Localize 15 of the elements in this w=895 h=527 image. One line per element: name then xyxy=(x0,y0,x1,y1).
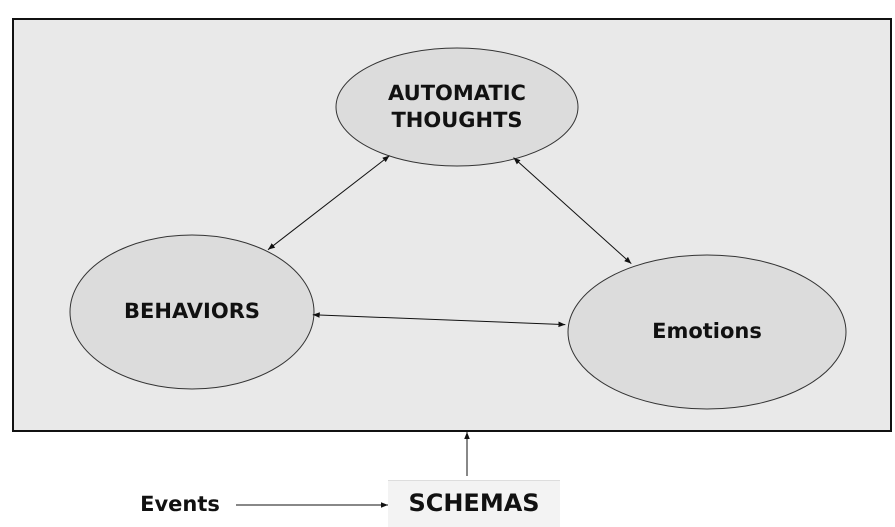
arrow xyxy=(267,155,390,250)
node-label: SCHEMAS xyxy=(408,488,540,520)
concept-ellipse xyxy=(335,47,579,167)
arrow xyxy=(513,157,632,264)
concept-label: AUTOMATIC THOUGHTS xyxy=(387,80,527,134)
event-label: Events xyxy=(140,491,220,518)
concept-ellipse xyxy=(567,254,847,410)
arrow xyxy=(312,312,566,328)
concept-label: Emotions xyxy=(652,318,762,346)
arrow xyxy=(236,502,388,508)
concept-ellipse xyxy=(69,234,315,390)
schema-box xyxy=(388,480,560,527)
concept-label: BEHAVIORS xyxy=(124,298,260,326)
arrow xyxy=(464,432,470,476)
diagram-panel xyxy=(12,18,892,432)
